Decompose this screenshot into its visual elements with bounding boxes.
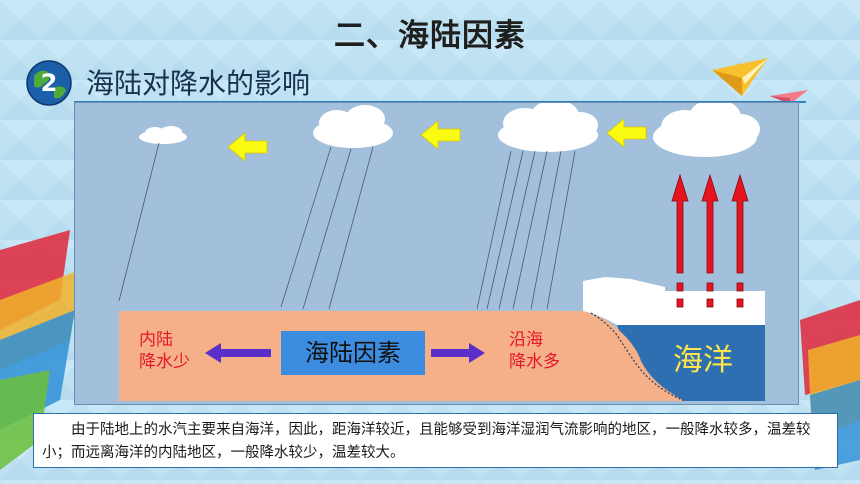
description-box: 由于陆地上的水汽主要来自海洋，因此，距海洋较近，且能够受到海洋湿润气流影响的地区… (33, 413, 838, 468)
inland-label-line2: 降水少 (139, 352, 190, 372)
cloud-coastal (498, 103, 598, 152)
ocean-label: 海洋 (673, 343, 733, 378)
coastal-label-line2: 降水多 (509, 352, 560, 372)
ocean-surface (665, 291, 765, 325)
page-title: 二、海陆因素 (334, 18, 526, 54)
paper-plane-icon (712, 58, 768, 96)
vapor-arrows (671, 173, 749, 308)
diagram-panel: 海陆因素 内陆 降水少 沿海 降水多 海洋 (74, 102, 799, 405)
rain-lines (118, 142, 576, 310)
coastal-cliff (583, 277, 665, 325)
section-subtitle: 海陆对降水的影响 (86, 67, 311, 100)
coastal-label: 沿海 降水多 (509, 329, 560, 373)
center-label-box: 海陆因素 (281, 331, 425, 375)
section-number: 2 (41, 69, 58, 97)
cloud-ocean (653, 103, 760, 157)
arrow-to-inland (205, 343, 271, 363)
wind-arrow-3 (606, 118, 647, 148)
description-text: 由于陆地上的水汽主要来自海洋，因此，距海洋较近，且能够受到海洋湿润气流影响的地区… (42, 422, 811, 461)
inland-label: 内陆 降水少 (139, 329, 190, 373)
cloud-far-inland (139, 126, 187, 144)
cloud-inland (313, 105, 393, 148)
wind-arrow-1 (227, 132, 268, 162)
wind-arrow-2 (420, 120, 461, 150)
coastal-label-line1: 沿海 (509, 330, 543, 350)
brush-stroke-left (0, 230, 80, 470)
inland-label-line1: 内陆 (139, 330, 173, 350)
globe-badge-icon: 2 (26, 60, 72, 106)
arrow-to-coast (431, 343, 485, 363)
